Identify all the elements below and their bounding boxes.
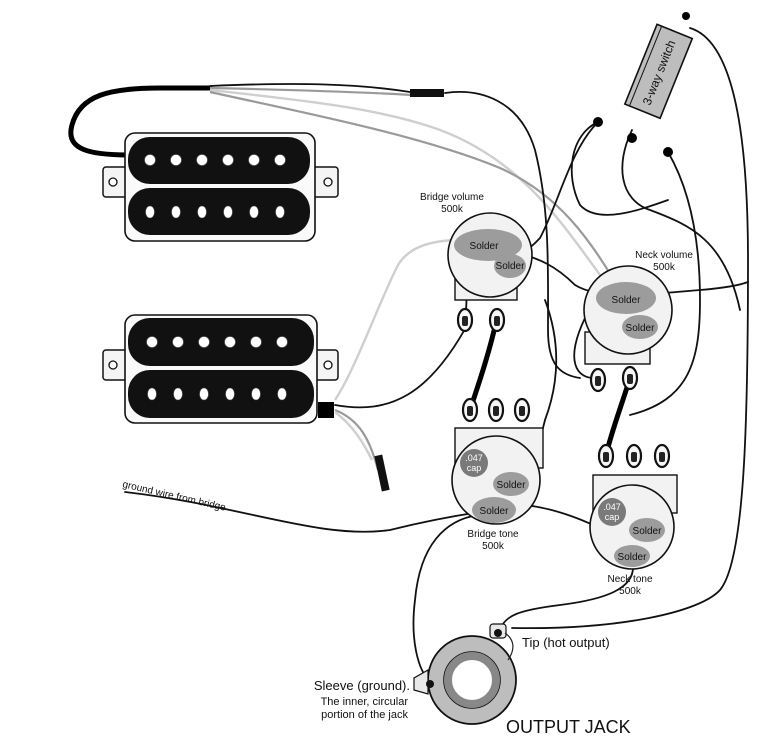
neck-volume-solder-label: Solder xyxy=(612,295,642,306)
neck-tone-solder-1 xyxy=(629,518,665,542)
switch-lug-wire-b xyxy=(621,129,741,311)
neck-tone-solder-label-1: Solder xyxy=(633,526,663,537)
bridge-volume-value: 500k xyxy=(441,204,464,215)
switch-lug-1 xyxy=(593,117,603,127)
neck-tone-ground-to-jack xyxy=(499,559,634,631)
neck-pickup-cable xyxy=(68,85,213,158)
neck-coil-top xyxy=(128,137,310,184)
bridge-tone-lugs xyxy=(461,397,531,423)
neck-coil-bottom xyxy=(128,188,310,235)
neck-pickup-lead-2 xyxy=(209,90,621,291)
bridge-volume-solder-main xyxy=(454,229,522,261)
sleeve-label-2: The inner, circular xyxy=(321,696,409,708)
neck-pickup-lead-light xyxy=(209,88,601,276)
bridge-tone-solder-1 xyxy=(493,472,529,496)
sleeve-wire xyxy=(412,514,479,683)
neck-volume-solder-small xyxy=(622,315,658,339)
neck-lead-terminal xyxy=(410,89,444,97)
bridge-coil-top xyxy=(128,318,314,366)
neck-tone-solder-2 xyxy=(614,545,650,567)
bridge-vol-to-tone-lug xyxy=(467,315,500,413)
neck-tone-label: Neck tone xyxy=(607,574,652,585)
switch-body xyxy=(623,23,694,120)
sleeve-solder-point xyxy=(426,680,434,688)
bridge-mount-screw-left xyxy=(108,360,118,370)
bridge-tone-label: Bridge tone xyxy=(467,529,519,540)
neck-volume-pot: Solder Solder Neck volume 500k xyxy=(583,250,693,393)
neck-volume-label: Neck volume xyxy=(635,250,693,261)
bridge-tone-pot: .047 cap Solder Solder Bridge tone 500k xyxy=(451,397,544,552)
bridge-volume-pot: Solder Solder Bridge volume 500k xyxy=(420,192,533,333)
ground-wire-label: ground wire from bridge xyxy=(121,479,227,514)
neck-tone-pot: .047 cap Solder Solder Neck tone 500k xyxy=(589,443,678,597)
switch-solder-points xyxy=(593,12,690,157)
bridge-tone-capacitor xyxy=(460,449,488,477)
sleeve-label-1: Sleeve (ground). xyxy=(314,678,410,693)
bridge-pickup-lead-light-2 xyxy=(334,411,374,461)
neck-tone-cap-value: .047 xyxy=(603,502,621,512)
bridge-volume-solder-label-2: Solder xyxy=(496,261,526,272)
neck-mount-screw-right xyxy=(323,177,333,187)
sleeve-label-3: portion of the jack xyxy=(321,709,408,721)
neck-volume-lugs xyxy=(589,365,639,393)
neck-pickup-ground xyxy=(209,83,411,93)
output-jack-title: OUTPUT JACK xyxy=(506,717,631,737)
bridge-volume-solder-small xyxy=(494,254,526,278)
neck-pickup-lead-grey xyxy=(209,86,413,97)
bridge-pole-screws xyxy=(146,336,288,401)
neck-pole-screws xyxy=(144,154,286,219)
bridge-pickup-lead-white xyxy=(334,243,459,406)
switch-lug-2 xyxy=(627,133,637,143)
bridge-tone-solder-2 xyxy=(472,497,516,523)
bridge-volume-lugs xyxy=(456,307,506,333)
tip-solder-point xyxy=(494,629,502,637)
bridge-tone-cap-unit: cap xyxy=(467,463,482,473)
neck-tone-solder-label-2: Solder xyxy=(618,552,648,563)
neck-tone-capacitor xyxy=(598,498,626,526)
hot-wire-top-loop xyxy=(444,91,581,379)
neck-mount-screw-left xyxy=(108,177,118,187)
switch-lug-wire-c xyxy=(629,151,701,416)
bridge-volume-label: Bridge volume xyxy=(420,192,484,203)
switch-top-lug xyxy=(682,12,690,20)
sleeve-lug xyxy=(413,668,429,695)
neck-tone-value: 500k xyxy=(619,586,642,597)
neck-volume-solder-main xyxy=(596,282,656,314)
neck-tone-lugs xyxy=(597,443,671,469)
neck-pickup xyxy=(102,132,339,242)
bridge-pickup xyxy=(102,314,339,424)
output-jack xyxy=(413,623,517,725)
bridge-volume-solder-label: Solder xyxy=(470,241,500,252)
switch-lug-wire-a xyxy=(570,121,669,216)
tip-label: Tip (hot output) xyxy=(522,635,610,650)
neck-tone-cap-unit: cap xyxy=(605,512,620,522)
bridge-ground-wire xyxy=(124,491,481,533)
bridge-tone-solder-label-1: Solder xyxy=(497,480,527,491)
three-way-switch: 3-way switch xyxy=(623,23,694,120)
bridge-coil-bottom xyxy=(128,370,314,418)
switch-body-line xyxy=(629,26,663,107)
jack-sleeve-ring xyxy=(444,652,500,708)
switch-to-jack-wire xyxy=(511,27,749,630)
bridge-pickup-lead-black xyxy=(334,319,471,409)
tip-wire xyxy=(504,632,514,661)
bridge-pickup-lead-grey xyxy=(334,408,380,471)
bridge-tone-solder-label-2: Solder xyxy=(480,506,510,517)
bridge-pickup-cable-exit xyxy=(318,402,334,418)
neck-volume-value: 500k xyxy=(653,262,676,273)
bridge-pickup-lead-light xyxy=(334,238,461,401)
bridge-tone-value: 500k xyxy=(482,541,505,552)
jack-center xyxy=(455,663,489,697)
bridge-lead-terminal xyxy=(374,454,390,492)
switch-lug-3 xyxy=(663,147,673,157)
bridge-tone-cap-value: .047 xyxy=(465,453,483,463)
neck-vol-to-tone-lug xyxy=(603,375,633,458)
neck-volume-solder-label-2: Solder xyxy=(626,323,656,334)
bridge-mount-screw-right xyxy=(323,360,333,370)
